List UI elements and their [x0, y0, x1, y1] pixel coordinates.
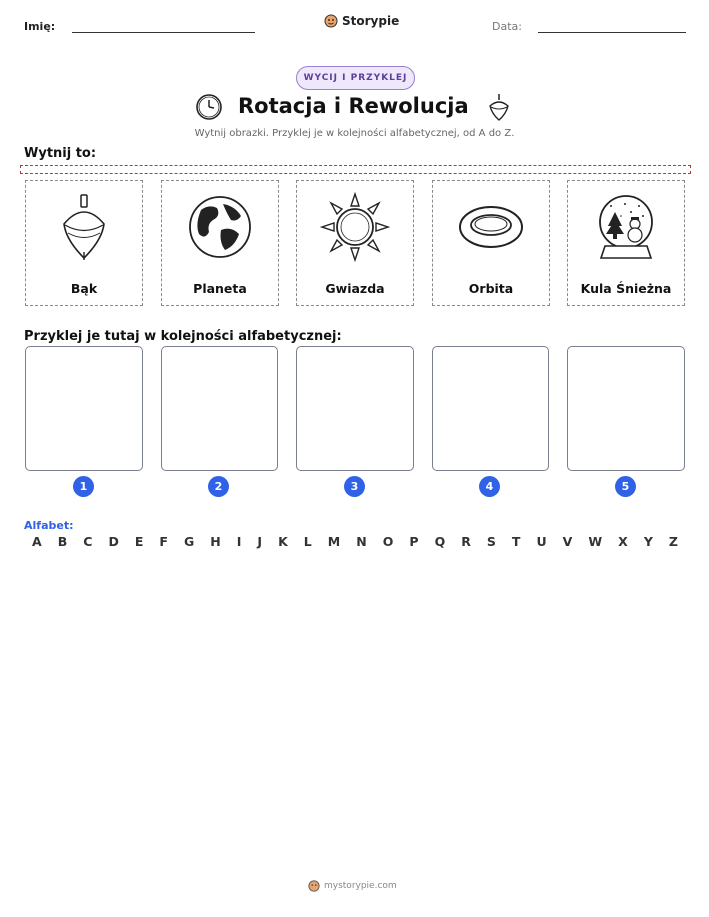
name-label: Imię: [24, 20, 56, 33]
alphabet-letter: L [303, 534, 312, 549]
alphabet-letter: G [183, 534, 195, 549]
alphabet-letter: V [562, 534, 573, 549]
brand-logo: Storypie [324, 14, 399, 28]
alphabet-letter: U [536, 534, 547, 549]
sun-star-icon [320, 192, 390, 262]
slot-number-badge: 4 [479, 476, 500, 497]
earth-globe-icon [189, 196, 251, 258]
alphabet-letter: H [210, 534, 221, 549]
slot-number-badge: 1 [73, 476, 94, 497]
storypie-mascot-icon [324, 14, 338, 28]
alphabet-letter: Q [434, 534, 446, 549]
alphabet-letter: Z [668, 534, 678, 549]
alphabet-letter: I [236, 534, 242, 549]
cut-section-label: Wytnij to: [24, 146, 97, 161]
clock-icon [196, 94, 222, 120]
paste-slot-5[interactable] [567, 346, 685, 471]
cut-card-bak[interactable]: Bąk [25, 180, 143, 306]
footer: mystorypie.com [308, 880, 397, 892]
alphabet-letter: N [356, 534, 367, 549]
alphabet-letter: W [588, 534, 603, 549]
storypie-mascot-icon [308, 880, 320, 892]
alphabet-letter: C [83, 534, 93, 549]
footer-url: mystorypie.com [324, 881, 397, 891]
alphabet-letter: P [409, 534, 419, 549]
card-label: Orbita [468, 281, 514, 296]
alphabet-letter: A [32, 534, 42, 549]
card-label: Planeta [193, 281, 247, 296]
cut-line [20, 165, 691, 174]
cut-card-kula-sniezna[interactable]: Kula Śnieżna [567, 180, 685, 306]
date-label: Data: [492, 20, 522, 33]
page-title: Rotacja i Rewolucja [238, 94, 469, 118]
alphabet-letter: Y [643, 534, 653, 549]
alphabet-letter: O [382, 534, 394, 549]
snow-globe-icon [599, 195, 653, 259]
date-line [538, 32, 686, 33]
alphabet-letter: F [159, 534, 168, 549]
name-line [72, 32, 255, 33]
alphabet-letter: K [278, 534, 288, 549]
alphabet-label: Alfabet: [24, 519, 74, 532]
cut-card-planeta[interactable]: Planeta [161, 180, 279, 306]
brand-name: Storypie [342, 14, 400, 28]
paste-slot-3[interactable] [296, 346, 414, 471]
slot-number-badge: 3 [344, 476, 365, 497]
alphabet-letter: M [327, 534, 341, 549]
instructions: Wytnij obrazki. Przyklej je w kolejności… [194, 128, 515, 139]
alphabet-letter: X [618, 534, 628, 549]
paste-slot-4[interactable] [432, 346, 549, 471]
orbit-ring-icon [459, 206, 523, 248]
spinning-top-icon [63, 194, 105, 260]
alphabet-letter: E [134, 534, 144, 549]
cut-card-gwiazda[interactable]: Gwiazda [296, 180, 414, 306]
card-label: Bąk [70, 281, 98, 296]
alphabet-letter: B [57, 534, 68, 549]
activity-badge: WYCIJ I PRZYKLEJ [296, 66, 415, 90]
spinning-top-small-icon [489, 94, 509, 121]
cut-card-orbita[interactable]: Orbita [432, 180, 550, 306]
paste-slot-1[interactable] [25, 346, 143, 471]
paste-section-label: Przyklej je tutaj w kolejności alfabetyc… [24, 329, 342, 344]
alphabet-letter: S [486, 534, 496, 549]
paste-slot-2[interactable] [161, 346, 278, 471]
alphabet-letter: R [461, 534, 471, 549]
alphabet-letter: D [108, 534, 119, 549]
card-label: Gwiazda [325, 281, 385, 296]
alphabet-letter: T [511, 534, 521, 549]
slot-number-badge: 5 [615, 476, 636, 497]
slot-number-badge: 2 [208, 476, 229, 497]
alphabet-letter: J [257, 534, 263, 549]
card-label: Kula Śnieżna [580, 281, 672, 296]
